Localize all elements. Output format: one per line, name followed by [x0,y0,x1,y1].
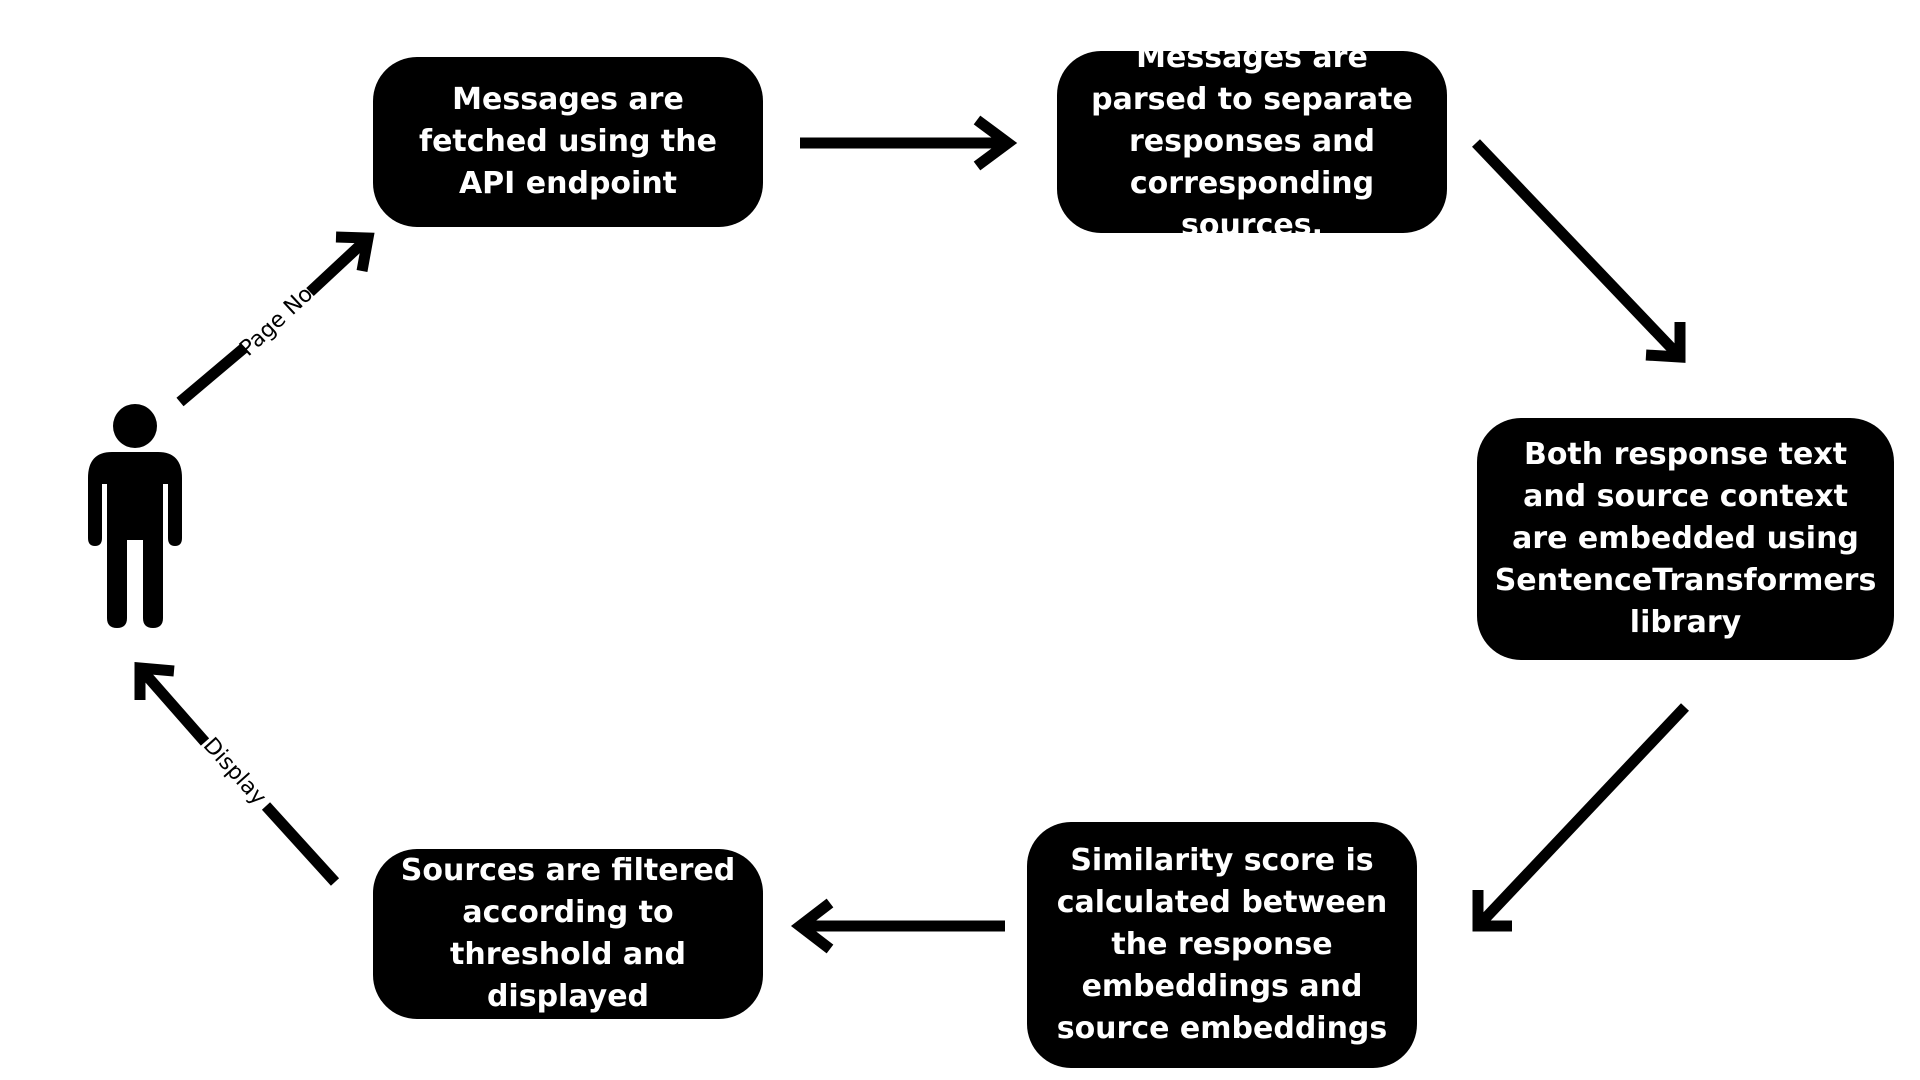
edge-filter-to-user [134,661,340,886]
edge-user-to-fetch [176,231,375,407]
node-fetch-messages: Messages are fetched using the API endpo… [373,57,763,227]
node-fetch-text: Messages are fetched using the API endpo… [419,82,717,201]
person-icon [88,404,182,628]
node-filter: Sources are filtered according to thresh… [373,849,763,1019]
edge-parse-to-embed [1472,139,1686,363]
node-parse-text: Messages are parsed to separate response… [1091,40,1413,243]
edge-label-display: Display [198,733,271,810]
edge-label-page-no: Page No [235,282,318,362]
node-embed-text: Both response text and source context ar… [1494,437,1877,640]
edge-embed-to-similarity [1472,703,1689,932]
node-similarity-text: Similarity score is calculated between t… [1056,843,1388,1046]
node-similarity: Similarity score is calculated between t… [1027,822,1417,1068]
node-embed: Both response text and source context ar… [1477,418,1894,660]
edge-similarity-to-filter [790,898,1005,954]
node-filter-text: Sources are filtered according to thresh… [400,853,736,1014]
edge-fetch-to-parse [800,115,1018,171]
node-parse-messages: Messages are parsed to separate response… [1057,40,1447,243]
